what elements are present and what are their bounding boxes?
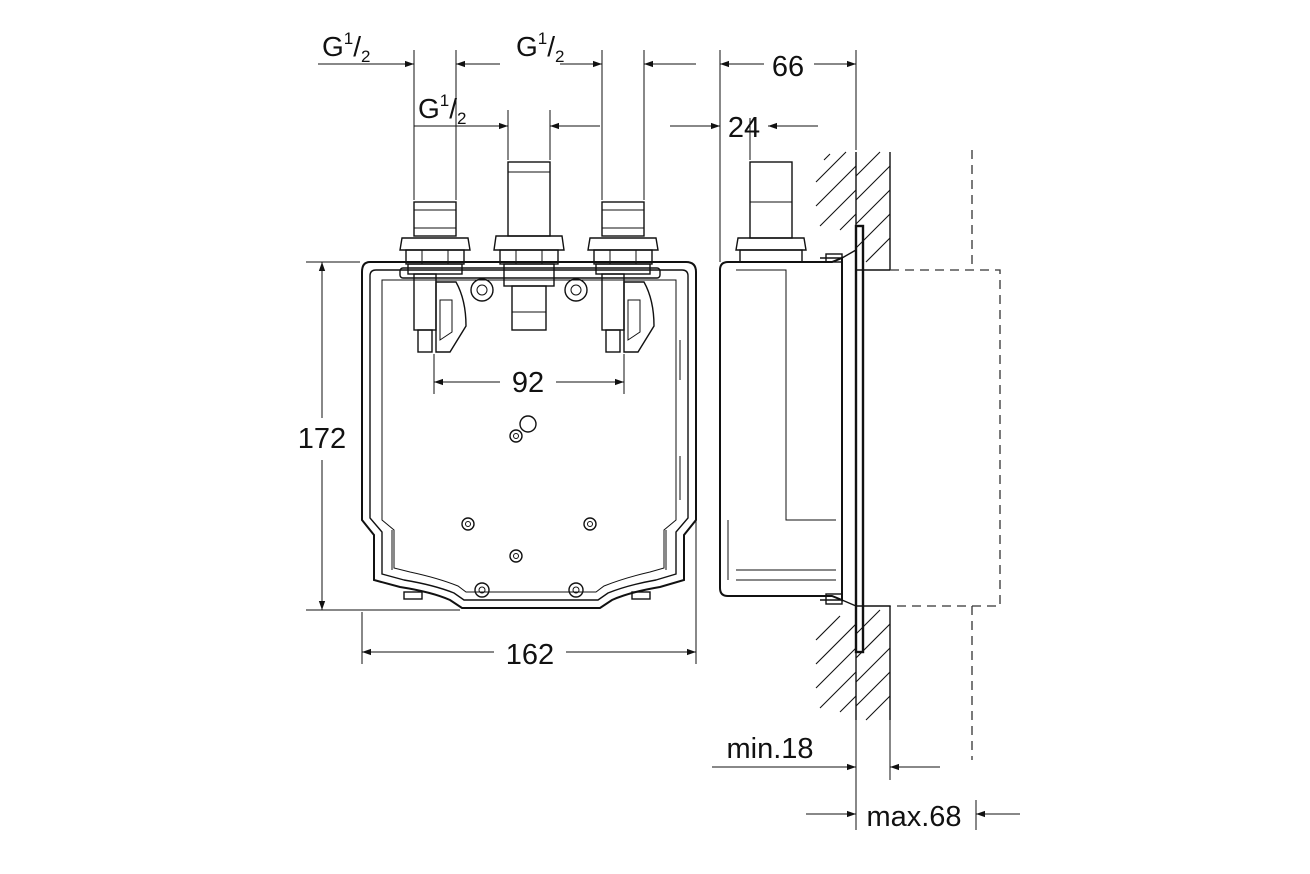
middle-outlet [493, 161, 565, 331]
screw-bosses [461, 278, 597, 598]
bottom-feet [403, 591, 651, 600]
thread-label-middle: G1/2 [418, 91, 467, 128]
dimension-66: 66 [772, 51, 804, 83]
front-view [361, 161, 697, 609]
right-valve [587, 201, 659, 353]
dimension-162: 162 [506, 639, 554, 671]
side-outlet [735, 161, 807, 263]
front-dimensions [306, 50, 697, 664]
side-box-body [719, 256, 843, 602]
wall-hatching-lower [815, 609, 891, 721]
box-inner-rib [381, 279, 677, 593]
dimension-24: 24 [728, 112, 760, 144]
mounting-box-dashed [890, 269, 1001, 607]
side-view [719, 150, 1001, 760]
cover-plate [854, 224, 865, 654]
box-outer-outline [361, 261, 697, 609]
left-valve [399, 201, 471, 353]
thread-label-middle-top: G1/2 [516, 29, 565, 66]
dimension-92: 92 [512, 367, 544, 399]
box-inner-outline [369, 269, 689, 601]
top-mounting-bar [399, 267, 661, 279]
dimension-min-18: min.18 [726, 733, 813, 765]
thread-label-left: G1/2 [322, 29, 371, 66]
dimension-172: 172 [298, 423, 346, 455]
side-dimensions [670, 50, 1020, 830]
dimension-max-68: max.68 [866, 801, 961, 833]
wall-hatching-upper [815, 151, 891, 263]
